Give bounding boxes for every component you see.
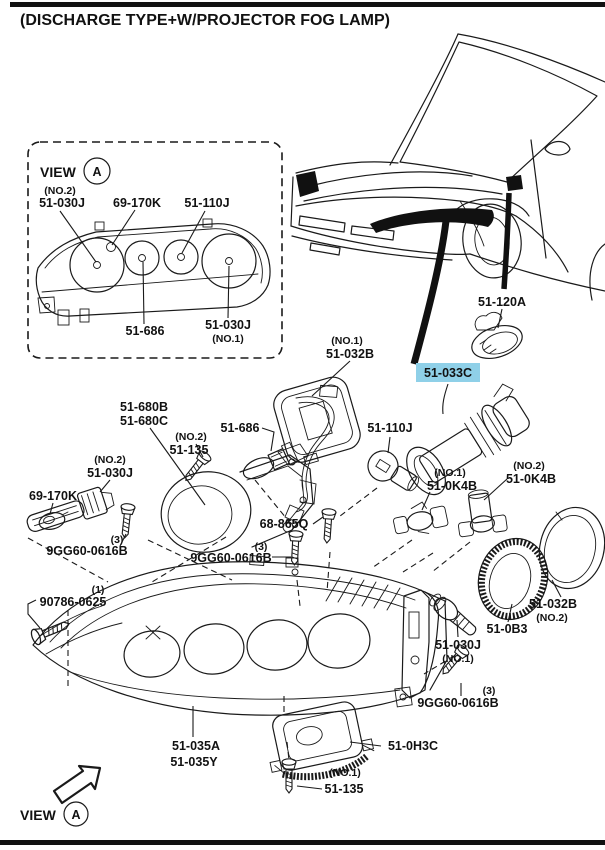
label-51-135-no2[interactable]: 51-135 (170, 443, 209, 457)
note-qty3-left: (3) (111, 534, 124, 546)
note-qty3-center: (3) (255, 541, 268, 553)
label-51-033C-selected[interactable]: 51-033C (424, 366, 472, 380)
part-51-035A-illustration (32, 555, 448, 716)
part-51-0K4B-no2-illustration (458, 489, 508, 538)
label-51-0K4B-no1[interactable]: 51-0K4B (427, 479, 477, 493)
note-51-030J-left: (NO.2) (94, 454, 126, 466)
part-51-030J-no2-illustration (26, 486, 115, 532)
part-51-120A-illustration (471, 311, 523, 359)
label-69-170K-main[interactable]: 69-170K (29, 489, 77, 503)
car-corner-lamp-black-area (296, 171, 319, 197)
part-51-680B-illustration (160, 443, 317, 553)
part-51-032B-no1-illustration (273, 376, 361, 466)
car-headlamp-black-area (370, 208, 494, 233)
label-9GG60-left[interactable]: 9GG60-0616B (46, 544, 127, 558)
car-side-marker-black-area (506, 175, 523, 191)
inset-label-51-686[interactable]: 51-686 (126, 324, 165, 338)
inset-label-51-030J-no2[interactable]: 51-030J (39, 196, 85, 210)
headlamp-callout-stroke (410, 220, 450, 365)
inset-view-label: VIEW (40, 164, 77, 180)
top-border-line (10, 2, 605, 7)
label-9GG60-right[interactable]: 9GG60-0616B (417, 696, 498, 710)
note-51-030J-right: (NO.1) (442, 653, 474, 665)
inset-label-69-170K[interactable]: 69-170K (113, 196, 161, 210)
part-51-032B-no2-illustration (538, 506, 605, 590)
bottom-border-line (0, 840, 605, 845)
label-68-865Q[interactable]: 68-865Q (260, 517, 309, 531)
leader-lines (27, 308, 562, 790)
page-title: (DISCHARGE TYPE+W/PROJECTOR FOG LAMP) (20, 12, 390, 29)
label-51-035Y[interactable]: 51-035Y (170, 755, 218, 769)
label-51-686-main[interactable]: 51-686 (221, 421, 260, 435)
screw-9GG60-center-icon (286, 529, 304, 566)
inset-headlamp-rear-view (35, 218, 271, 326)
inset-label-51-110J[interactable]: 51-110J (184, 196, 229, 210)
note-51-135-no2: (NO.2) (175, 431, 207, 443)
label-51-0K4B-no2[interactable]: 51-0K4B (506, 472, 556, 486)
inset-view-a-letter: A (92, 165, 101, 179)
inset-note-no2: (NO.2) (44, 185, 76, 197)
fog-lamp-harness-illustration (282, 396, 335, 533)
bottom-view-a-letter: A (71, 808, 80, 822)
note-51-135-bottom: (NO.1) (329, 767, 361, 779)
part-51-110J-illustration (367, 450, 420, 492)
label-51-680B[interactable]: 51-680B (120, 400, 168, 414)
inset-label-51-030J-no1[interactable]: 51-030J (205, 318, 251, 332)
bottom-view-a-circle-icon (63, 801, 89, 827)
inset-leader-lines (59, 209, 230, 325)
part-51-030J-no1-illustration (429, 593, 477, 636)
note-51-032B-no2: (NO.2) (536, 612, 568, 624)
label-51-680C[interactable]: 51-680C (120, 414, 168, 428)
headlamp-bracket-illustration (401, 589, 430, 699)
highlight-51-033C (416, 363, 480, 382)
alignment-dashed-lines (27, 479, 471, 761)
inset-dashed-border (27, 141, 283, 359)
part-51-0H3C-illustration (269, 701, 375, 781)
label-51-120A[interactable]: 51-120A (478, 295, 526, 309)
label-51-135-bottom[interactable]: 51-135 (325, 782, 364, 796)
screw-68-865Q-icon (319, 507, 337, 544)
inset-note-no1: (NO.1) (212, 333, 244, 345)
label-90786-0625[interactable]: 90786-0625 (40, 595, 107, 609)
label-51-032B-no1[interactable]: 51-032B (326, 347, 374, 361)
label-51-110J-main[interactable]: 51-110J (367, 421, 412, 435)
label-51-032B-no2[interactable]: 51-032B (529, 597, 577, 611)
part-51-686-illustration (242, 441, 299, 480)
label-51-030J-right[interactable]: 51-030J (435, 638, 481, 652)
note-51-0K4B-no2: (NO.2) (513, 460, 545, 472)
bottom-view-label: VIEW (20, 807, 57, 823)
inset-view-a-circle-icon (83, 157, 111, 185)
note-qty3-right: (3) (483, 685, 496, 697)
note-51-032B-no1: (NO.1) (331, 335, 363, 347)
car-illustration (290, 33, 605, 365)
note-51-0K4B-no1: (NO.1) (434, 467, 466, 479)
side-marker-callout-stroke (501, 192, 512, 290)
label-51-0H3C[interactable]: 51-0H3C (388, 739, 438, 753)
label-51-030J-left[interactable]: 51-030J (87, 466, 133, 480)
view-a-direction-arrow (52, 764, 102, 805)
part-51-0K4B-no1-illustration (393, 501, 449, 535)
label-51-0B3[interactable]: 51-0B3 (487, 622, 528, 636)
part-51-0B3-illustration (477, 537, 549, 621)
view-a-inset: VIEW A (NO.2) 51-030J 69-170K (27, 141, 283, 359)
part-51-033C-illustration (406, 383, 530, 496)
label-51-035A[interactable]: 51-035A (172, 739, 220, 753)
